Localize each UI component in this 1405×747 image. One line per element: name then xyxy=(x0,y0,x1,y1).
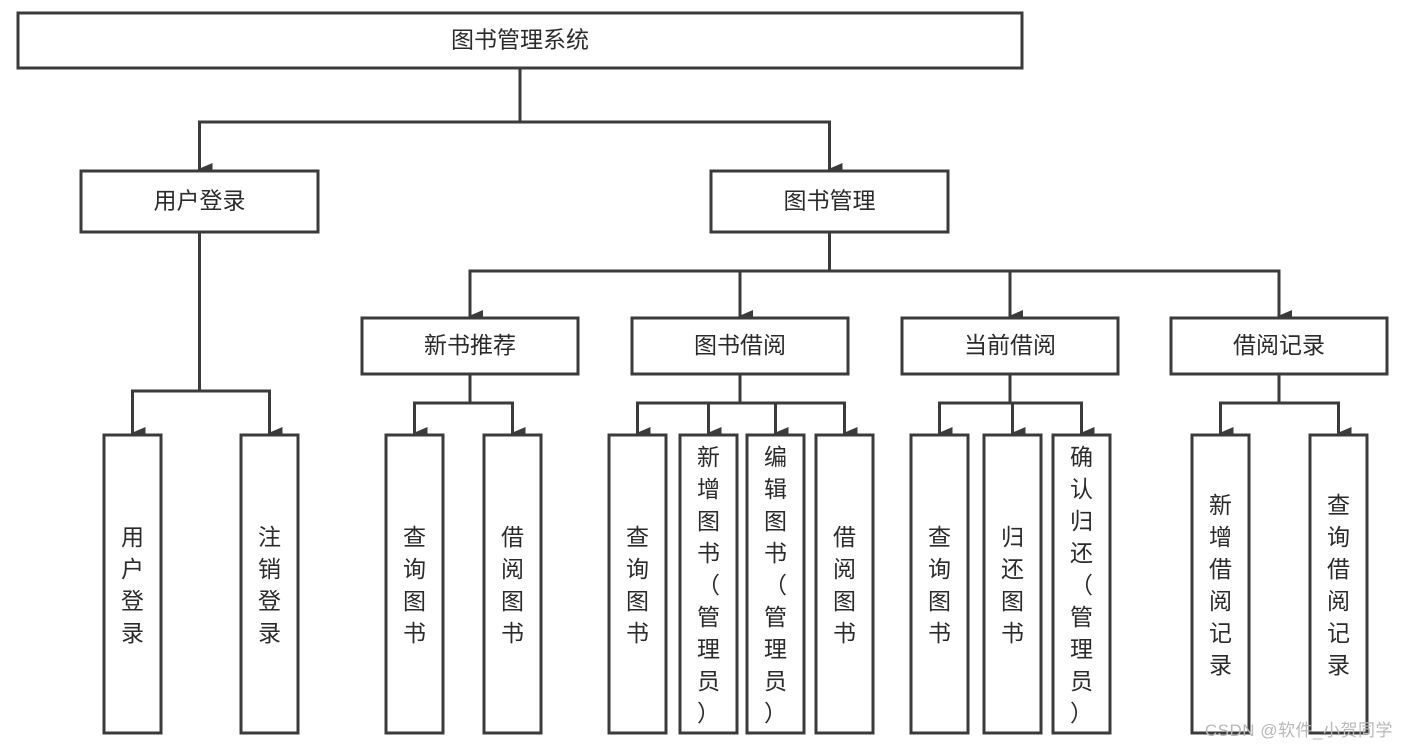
node-new-book-rec-label: 新书推荐 xyxy=(424,332,516,358)
node-leaf-query-record[interactable]: 查询借阅记录 xyxy=(1308,433,1369,735)
node-borrow-record[interactable]: 借阅记录 xyxy=(1169,316,1389,376)
node-book-manage-label: 图书管理 xyxy=(784,188,876,214)
watermark-text: CSDN @软件_小贺同学 xyxy=(1204,721,1393,740)
node-leaf-confirm-return-box[interactable] xyxy=(1051,433,1112,735)
node-book-borrow-label: 图书借阅 xyxy=(694,332,786,358)
node-leaf-add-book-box[interactable] xyxy=(678,433,739,735)
node-user-login-box[interactable] xyxy=(79,169,320,234)
node-leaf-logout-box[interactable] xyxy=(239,433,300,735)
node-leaf-add-record[interactable]: 新增借阅记录 xyxy=(1190,433,1251,735)
node-root-label: 图书管理系统 xyxy=(451,27,589,53)
node-leaf-query-book-bor-label: 查询图书 xyxy=(626,524,649,646)
node-user-login-label: 用户登录 xyxy=(154,188,246,214)
node-leaf-query-book-cur-label: 查询图书 xyxy=(928,524,951,646)
node-leaf-user-login[interactable]: 用户登录 xyxy=(102,433,163,735)
node-leaf-borrow-book-bor[interactable]: 借阅图书 xyxy=(814,433,875,735)
node-leaf-query-book-cur-box[interactable] xyxy=(909,433,970,735)
node-leaf-borrow-book-rec[interactable]: 借阅图书 xyxy=(482,433,543,735)
node-leaf-borrow-book-bor-label: 借阅图书 xyxy=(833,524,856,646)
node-leaf-query-book-rec[interactable]: 查询图书 xyxy=(384,433,445,735)
node-book-borrow[interactable]: 图书借阅 xyxy=(630,316,850,376)
node-root-box[interactable] xyxy=(16,11,1024,70)
node-leaf-query-book-rec-box[interactable] xyxy=(384,433,445,735)
node-leaf-borrow-book-rec-box[interactable] xyxy=(482,433,543,735)
node-leaf-return-book[interactable]: 归还图书 xyxy=(982,433,1043,735)
node-leaf-query-book-cur[interactable]: 查询图书 xyxy=(909,433,970,735)
node-leaf-add-record-label: 新增借阅记录 xyxy=(1209,492,1232,678)
node-leaf-edit-book[interactable]: 编辑图书（管理员） xyxy=(745,433,806,735)
node-current-borrow[interactable]: 当前借阅 xyxy=(900,316,1120,376)
node-current-borrow-box[interactable] xyxy=(900,316,1120,376)
node-leaf-logout-label: 注销登录 xyxy=(258,524,281,646)
node-book-borrow-box[interactable] xyxy=(630,316,850,376)
node-leaf-borrow-book-bor-box[interactable] xyxy=(814,433,875,735)
node-leaf-add-book[interactable]: 新增图书（管理员） xyxy=(678,433,739,735)
node-leaf-query-book-bor[interactable]: 查询图书 xyxy=(607,433,668,735)
node-leaf-logout[interactable]: 注销登录 xyxy=(239,433,300,735)
node-layer: 图书管理系统用户登录图书管理新书推荐图书借阅当前借阅借阅记录用户登录注销登录查询… xyxy=(16,11,1389,735)
node-new-book-rec[interactable]: 新书推荐 xyxy=(360,316,580,376)
node-user-login[interactable]: 用户登录 xyxy=(79,169,320,234)
node-leaf-user-login-box[interactable] xyxy=(102,433,163,735)
node-book-manage-box[interactable] xyxy=(709,169,950,234)
node-leaf-query-book-rec-label: 查询图书 xyxy=(403,524,426,646)
node-leaf-return-book-box[interactable] xyxy=(982,433,1043,735)
node-current-borrow-label: 当前借阅 xyxy=(964,332,1056,358)
node-leaf-query-book-bor-box[interactable] xyxy=(607,433,668,735)
node-leaf-confirm-return-label: 确认归还（管理员） xyxy=(1070,444,1093,726)
node-borrow-record-label: 借阅记录 xyxy=(1233,332,1325,358)
node-root[interactable]: 图书管理系统 xyxy=(16,11,1024,70)
node-leaf-user-login-label: 用户登录 xyxy=(121,524,144,646)
node-borrow-record-box[interactable] xyxy=(1169,316,1389,376)
node-leaf-query-record-label: 查询借阅记录 xyxy=(1327,492,1350,678)
node-new-book-rec-box[interactable] xyxy=(360,316,580,376)
node-leaf-edit-book-box[interactable] xyxy=(745,433,806,735)
node-leaf-query-record-box[interactable] xyxy=(1308,433,1369,735)
connector-layer xyxy=(131,66,1352,439)
node-leaf-return-book-label: 归还图书 xyxy=(1001,524,1024,646)
node-book-manage[interactable]: 图书管理 xyxy=(709,169,950,234)
node-leaf-add-record-box[interactable] xyxy=(1190,433,1251,735)
node-leaf-add-book-label: 新增图书（管理员） xyxy=(697,444,720,726)
node-leaf-edit-book-label: 编辑图书（管理员） xyxy=(764,444,787,726)
node-leaf-borrow-book-rec-label: 借阅图书 xyxy=(501,524,524,646)
node-leaf-confirm-return[interactable]: 确认归还（管理员） xyxy=(1051,433,1112,735)
